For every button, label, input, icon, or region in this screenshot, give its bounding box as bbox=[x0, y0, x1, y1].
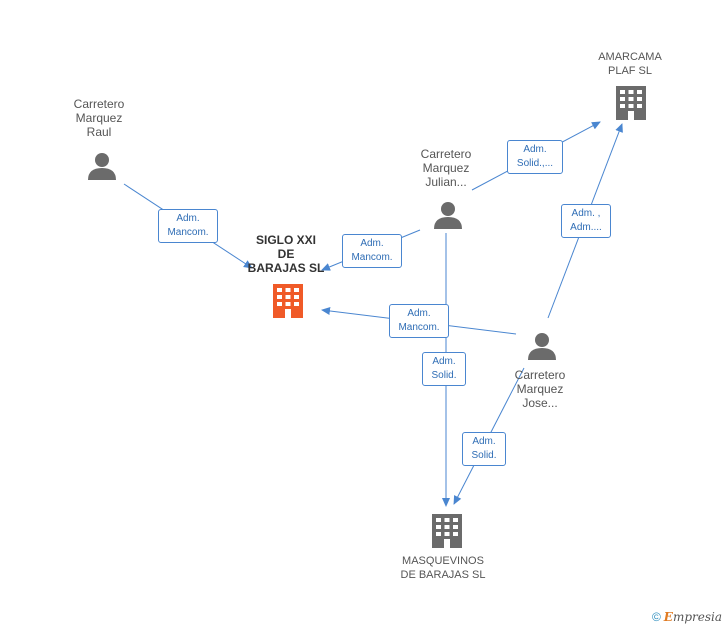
edge-label-jose-siglo[interactable]: Adm. Mancom. bbox=[389, 304, 449, 338]
building-icon[interactable] bbox=[616, 86, 646, 120]
edge-label-jose-amarcama[interactable]: Adm. , Adm.... bbox=[561, 204, 611, 238]
person-icon[interactable] bbox=[528, 333, 556, 360]
edge-label-jose-masquevinos[interactable]: Adm. Solid. bbox=[462, 432, 506, 466]
person-icon[interactable] bbox=[434, 202, 462, 229]
node-label-amarcama[interactable]: AMARCAMA PLAF SL bbox=[598, 51, 662, 77]
node-label-jose[interactable]: Carretero Marquez Jose... bbox=[514, 368, 566, 410]
copyright-icon: © bbox=[651, 610, 661, 624]
edge-label-julian-siglo[interactable]: Adm. Mancom. bbox=[342, 234, 402, 268]
node-label-raul[interactable]: Carretero Marquez Raul bbox=[73, 97, 125, 139]
brand-logo: Empresia bbox=[663, 610, 722, 624]
node-label-julian[interactable]: Carretero Marquez Julian... bbox=[420, 147, 472, 189]
edge-label-julian-masquevinos[interactable]: Adm. Solid. bbox=[422, 352, 466, 386]
node-label-masquevinos[interactable]: MASQUEVINOS DE BARAJAS SL bbox=[400, 555, 486, 581]
building-icon[interactable] bbox=[432, 514, 462, 548]
edge-label-raul-siglo[interactable]: Adm. Mancom. bbox=[158, 209, 218, 243]
edge-label-julian-amarcama[interactable]: Adm. Solid.,... bbox=[507, 140, 563, 174]
node-label-siglo[interactable]: SIGLO XXI DE BARAJAS SL bbox=[247, 233, 325, 275]
person-icon[interactable] bbox=[88, 153, 116, 180]
brand-footer: © Empresia bbox=[652, 610, 722, 624]
building-icon[interactable] bbox=[273, 284, 303, 318]
